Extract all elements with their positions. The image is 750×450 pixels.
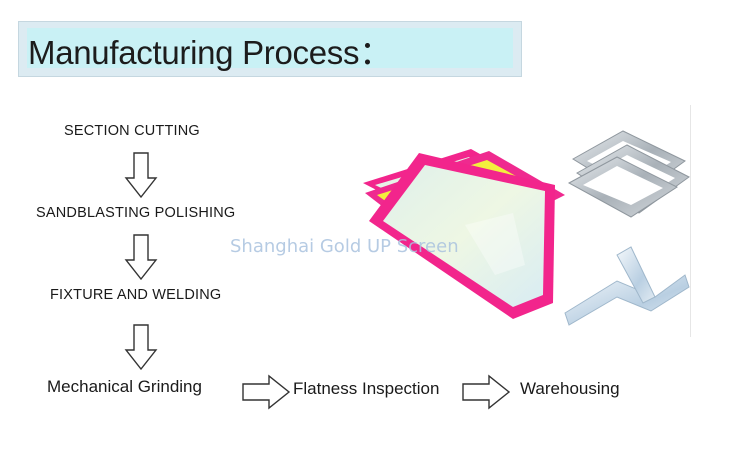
down-arrow-icon: [124, 234, 158, 281]
right-arrow-icon: [462, 374, 511, 410]
aluminum-profile: [564, 246, 690, 326]
down-arrow-icon: [124, 152, 158, 199]
step-mechanical-grinding: Mechanical Grinding: [47, 377, 202, 396]
watermark-text: Shanghai Gold UP Screen: [230, 236, 459, 257]
step-sandblasting-polishing: SANDBLASTING POLISHING: [36, 205, 236, 221]
step-flatness-inspection: Flatness Inspection: [293, 379, 440, 398]
screen-frames-illustration: [363, 130, 690, 326]
front-frame: [369, 153, 555, 319]
right-arrow-icon: [242, 374, 291, 410]
title-band-inner: [27, 28, 513, 68]
step-warehousing: Warehousing: [520, 379, 620, 398]
step-section-cutting: SECTION CUTTING: [64, 123, 200, 139]
down-arrow-icon: [124, 324, 158, 371]
title-band: [18, 21, 522, 77]
aluminum-frames: [567, 130, 690, 218]
page-title: Manufacturing Process：: [28, 34, 392, 71]
image-edge-line: [690, 105, 691, 337]
step-fixture-and-welding: FIXTURE AND WELDING: [50, 287, 222, 303]
